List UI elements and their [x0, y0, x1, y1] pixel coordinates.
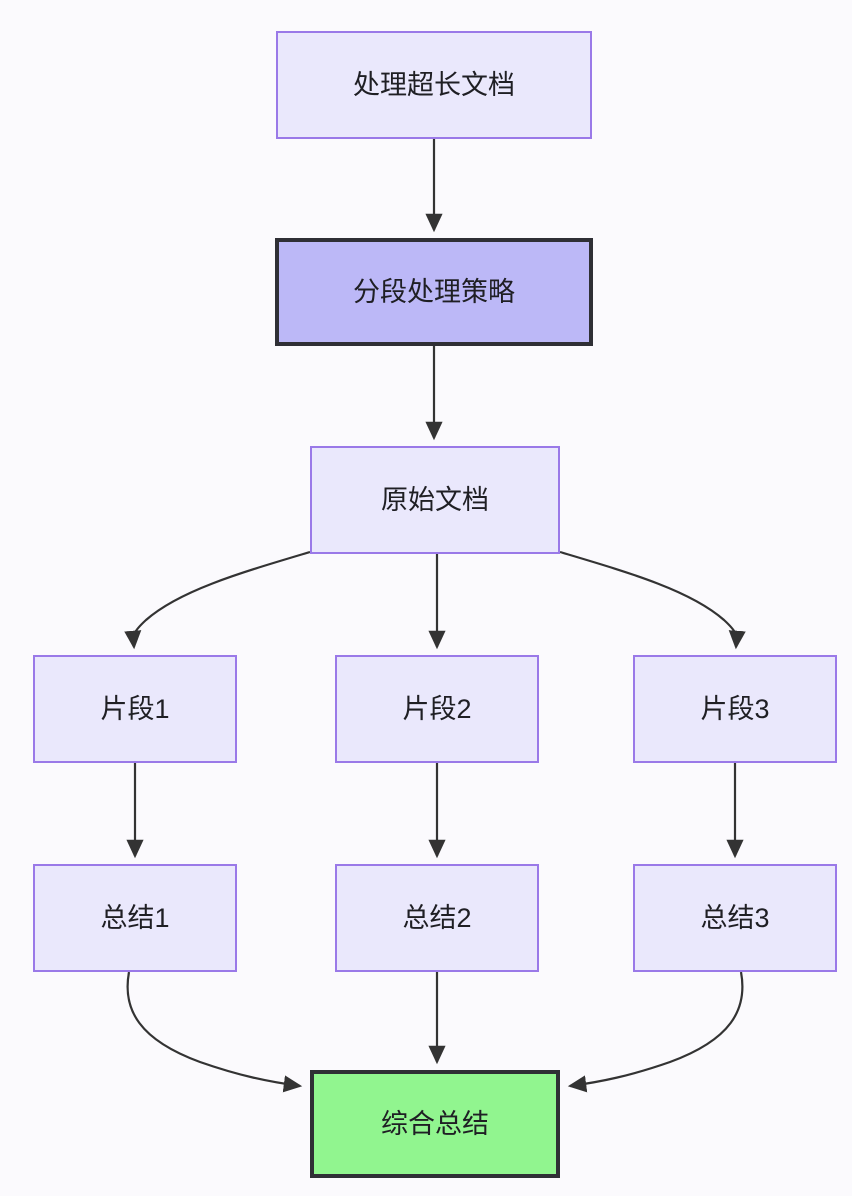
edge-n7-to-n10	[126, 971, 303, 1093]
node-label: 总结3	[700, 902, 770, 933]
node-chunking-strategy[interactable]: 分段处理策略	[275, 238, 593, 346]
node-final-summary[interactable]: 综合总结	[310, 1070, 560, 1178]
node-process-long-document[interactable]: 处理超长文档	[276, 31, 592, 139]
node-summary-2[interactable]: 总结2	[335, 864, 539, 972]
node-label: 总结2	[402, 902, 472, 933]
node-label: 处理超长文档	[353, 69, 515, 100]
node-label: 综合总结	[381, 1108, 489, 1139]
edge-n3-to-n6	[559, 550, 746, 650]
node-label: 原始文档	[381, 484, 489, 515]
edge-n3-to-n4	[124, 550, 311, 650]
node-label: 片段2	[402, 693, 472, 724]
node-fragment-1[interactable]: 片段1	[33, 655, 237, 763]
node-label: 分段处理策略	[353, 276, 515, 307]
node-summary-3[interactable]: 总结3	[633, 864, 837, 972]
node-summary-1[interactable]: 总结1	[33, 864, 237, 972]
node-fragment-2[interactable]: 片段2	[335, 655, 539, 763]
node-label: 片段3	[700, 693, 770, 724]
node-label: 总结1	[100, 902, 170, 933]
node-original-document[interactable]: 原始文档	[310, 446, 560, 554]
node-label: 片段1	[100, 693, 170, 724]
node-fragment-3[interactable]: 片段3	[633, 655, 837, 763]
edge-n9-to-n10	[567, 971, 744, 1093]
